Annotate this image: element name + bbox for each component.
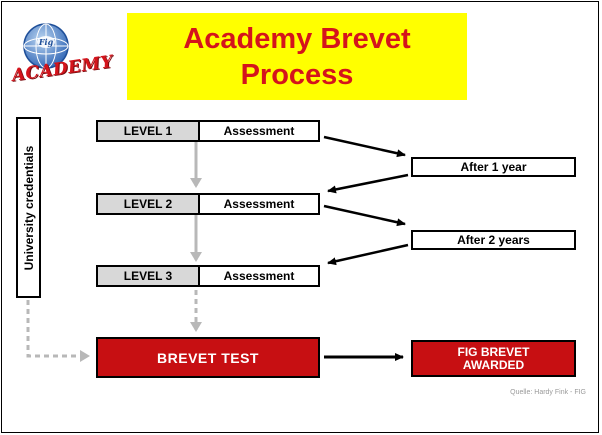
arrow-after1-to-level2 [327, 173, 409, 194]
level-3-label: LEVEL 3 [98, 267, 200, 285]
level-1-assessment: Assessment [223, 124, 295, 138]
arrow-after2-to-level3 [327, 243, 409, 266]
university-credentials-box: University credentials [16, 117, 41, 298]
awarded-line-1: FIG BREVET [457, 344, 530, 359]
brevet-test-box: BREVET TEST [96, 337, 320, 378]
globe-icon: Fig [23, 23, 69, 69]
source-credit: Quelle: Hardy Fink - FIG [510, 389, 586, 396]
level-2-row: LEVEL 2 Assessment [96, 193, 320, 215]
arrow-level1-to-after1 [323, 135, 406, 158]
svg-text:Fig: Fig [38, 37, 54, 47]
page-title: Academy Brevet Process [183, 22, 411, 91]
after-2-years-box: After 2 years [411, 230, 576, 250]
awarded-line-2: AWARDED [462, 357, 525, 372]
gray-dashed-credentials-to-test [26, 300, 90, 362]
level-1-label: LEVEL 1 [98, 122, 200, 140]
level-1-row: LEVEL 1 Assessment [96, 120, 320, 142]
level-3-row: LEVEL 3 Assessment [96, 265, 320, 287]
after-1-year-box: After 1 year [411, 157, 576, 177]
arrow-level2-to-after2 [323, 204, 406, 227]
fig-brevet-awarded-box: FIG BREVET AWARDED [411, 340, 576, 377]
level-2-label: LEVEL 2 [98, 195, 200, 213]
level-2-assessment: Assessment [223, 197, 295, 211]
title-box: Academy Brevet Process [127, 13, 467, 100]
level-3-assessment: Assessment [223, 269, 295, 283]
academy-logo: Fig ACADEMY [11, 20, 114, 90]
